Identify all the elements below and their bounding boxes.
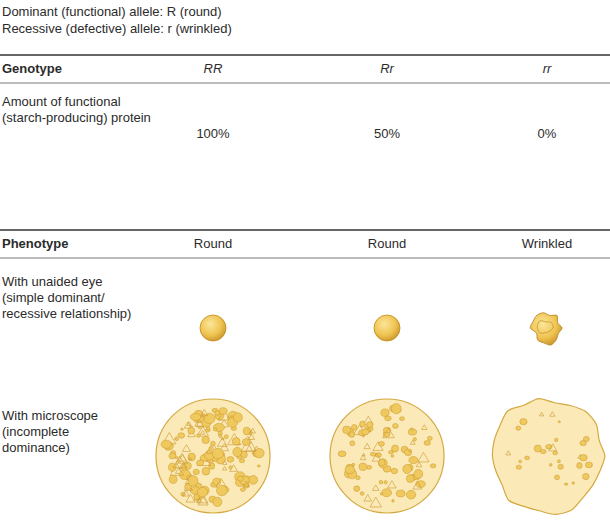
row-header: Genotype <box>2 61 62 77</box>
allele-note: Recessive (defective) allele: r (wrinkle… <box>2 21 232 37</box>
phenotype-cell: Wrinkled <box>522 236 572 252</box>
table-rule <box>0 229 610 231</box>
genotype-cell: rr <box>543 61 552 77</box>
genotype-cell: Rr <box>380 61 394 77</box>
protein-cell: 0% <box>538 126 557 142</box>
table-rule <box>0 258 610 259</box>
wrinkled-pea <box>530 313 562 345</box>
pea-cell-section <box>156 399 270 513</box>
table-rule <box>0 54 610 56</box>
row-header: Amount of functional (starch-producing) … <box>2 94 152 126</box>
starch-granules <box>161 403 592 506</box>
table-rule <box>0 83 610 84</box>
phenotype-cell: Round <box>194 236 232 252</box>
genotype-cell: RR <box>204 61 223 77</box>
allele-note: Dominant (functional) allele: R (round) <box>2 4 222 20</box>
protein-cell: 100% <box>196 126 229 142</box>
phenotype-cell: Round <box>368 236 406 252</box>
row-header: With microscope (incomplete dominance) <box>2 408 120 456</box>
wrinkled-cell-section <box>492 399 604 515</box>
row-header: Phenotype <box>2 236 68 252</box>
pea-cell-section <box>330 399 444 513</box>
round-pea <box>374 315 400 341</box>
protein-cell: 50% <box>374 126 400 142</box>
round-pea <box>200 315 226 341</box>
row-header: With unaided eye (simple dominant/ reces… <box>2 274 147 322</box>
